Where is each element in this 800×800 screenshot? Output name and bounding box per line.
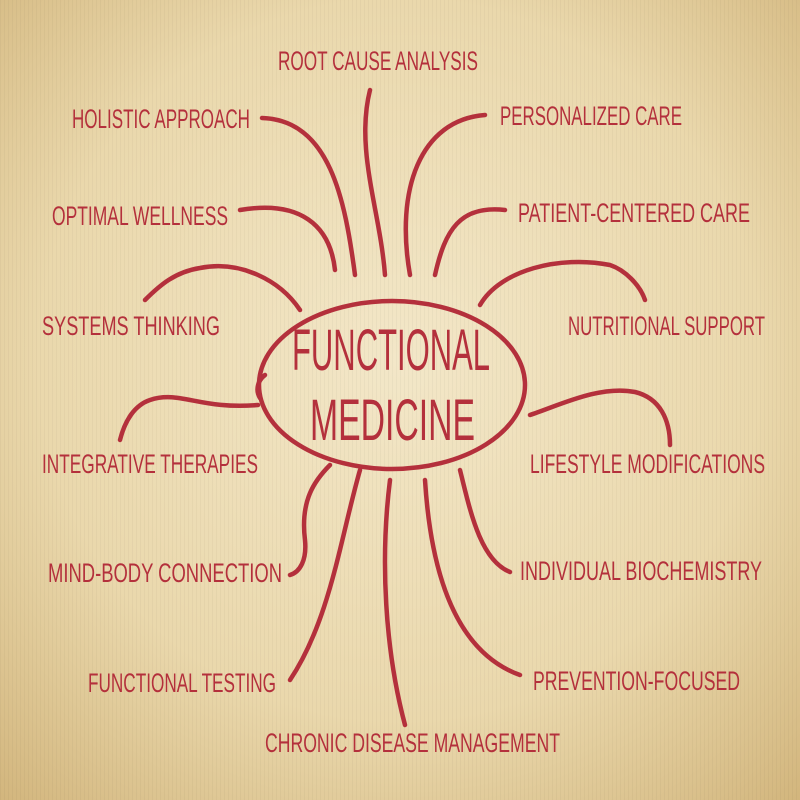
- branch-mind-body-connection: MIND-BODY CONNECTION: [48, 558, 282, 588]
- branch-functional-testing: FUNCTIONAL TESTING: [88, 668, 276, 698]
- branch-individual-biochemistry: INDIVIDUAL BIOCHEMISTRY: [520, 556, 762, 586]
- center-ellipse: [256, 298, 528, 472]
- center-title-line2: MEDICINE: [310, 388, 475, 453]
- branch-patient-centered-care: PATIENT-CENTERED CARE: [518, 198, 750, 228]
- branch-root-cause-analysis: ROOT CAUSE ANALYSIS: [278, 46, 478, 76]
- center-title-line1: FUNCTIONAL: [292, 318, 490, 383]
- branch-lifestyle-modifications: LIFESTYLE MODIFICATIONS: [530, 449, 765, 479]
- branch-labels: ROOT CAUSE ANALYSIS HOLISTIC APPROACH PE…: [42, 46, 765, 758]
- branch-prevention-focused: PREVENTION-FOCUSED: [533, 666, 740, 696]
- branch-systems-thinking: SYSTEMS THINKING: [42, 311, 220, 341]
- branch-personalized-care: PERSONALIZED CARE: [500, 101, 682, 131]
- branch-integrative-therapies: INTEGRATIVE THERAPIES: [42, 449, 258, 479]
- branch-chronic-disease-management: CHRONIC DISEASE MANAGEMENT: [265, 728, 560, 758]
- branch-optimal-wellness: OPTIMAL WELLNESS: [52, 201, 228, 231]
- branch-nutritional-support: NUTRITIONAL SUPPORT: [568, 311, 765, 341]
- branch-holistic-approach: HOLISTIC APPROACH: [72, 104, 250, 134]
